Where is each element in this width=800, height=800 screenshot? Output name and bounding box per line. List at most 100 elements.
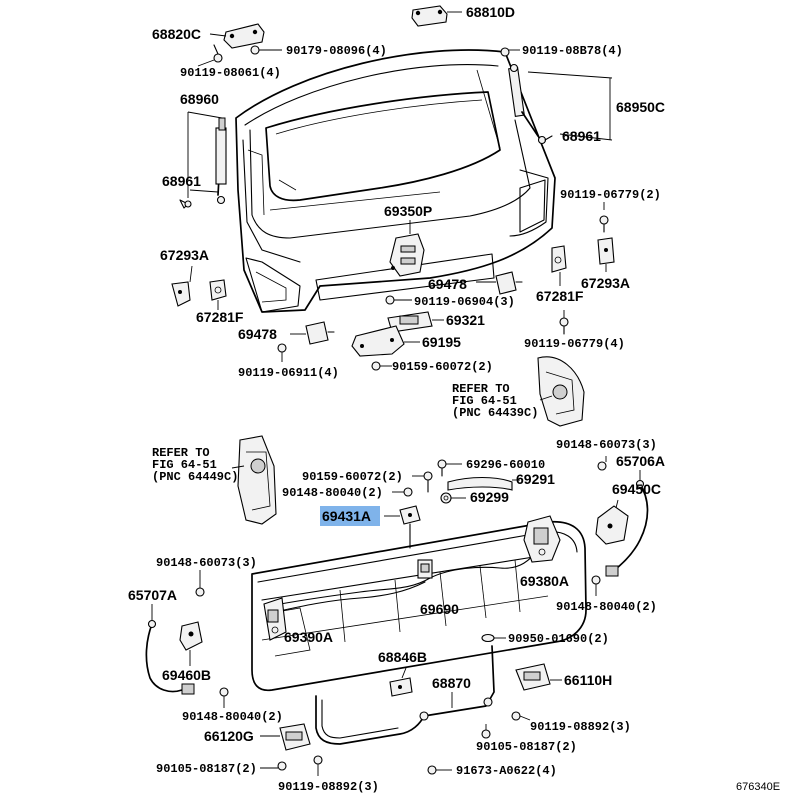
striker-plate-69350P <box>389 233 425 277</box>
label-67281F-right[interactable]: 67281F <box>536 288 584 304</box>
actuator-69690 <box>417 559 433 579</box>
lock-assembly-69390A <box>263 597 287 641</box>
label-65706A[interactable]: 65706A <box>616 453 665 469</box>
ref-left-line3: (PNC 64449C) <box>152 470 238 484</box>
rod-69291 <box>447 477 513 491</box>
bolt-90148-80040-a <box>403 487 413 497</box>
lock-69460B <box>179 621 203 651</box>
label-66110H[interactable]: 66110H <box>564 672 612 688</box>
label-69478-right[interactable]: 69478 <box>428 276 467 292</box>
label-69390A[interactable]: 69390A <box>284 629 333 645</box>
label-68960[interactable]: 68960 <box>180 91 219 107</box>
label-90119-08892-l[interactable]: 90119-08892(3) <box>278 780 379 794</box>
label-68820C[interactable]: 68820C <box>152 26 201 42</box>
grommet-69299 <box>440 492 452 504</box>
gas-strut-68950C <box>508 63 553 145</box>
label-67293A-left[interactable]: 67293A <box>160 247 209 263</box>
bolt-90148-60073-r <box>597 461 607 471</box>
hinge-68810D <box>411 5 448 27</box>
bolt-90119-08892-r <box>511 711 521 721</box>
bolt-90119-06779-a <box>599 215 609 233</box>
label-66120G[interactable]: 66120G <box>204 728 254 744</box>
label-68950C[interactable]: 68950C <box>616 99 665 115</box>
bolt-90159-60072-b <box>423 471 433 493</box>
label-90119-08B78[interactable]: 90119-08B78(4) <box>522 44 623 58</box>
label-90105-08187-r[interactable]: 90105-08187(2) <box>476 740 577 754</box>
upper-back-door-panel <box>235 49 556 313</box>
bumper-67281F-right <box>551 245 567 273</box>
highlight-box-69431A <box>320 506 380 526</box>
label-90950-01690[interactable]: 90950-01690(2) <box>508 632 609 646</box>
label-69291[interactable]: 69291 <box>516 471 555 487</box>
bolt-90105-08187-r <box>481 729 491 739</box>
lock-66120G <box>279 723 311 751</box>
label-90105-08187-l[interactable]: 90105-08187(2) <box>156 762 257 776</box>
bolt-90119-06779-b <box>559 317 569 335</box>
label-69478-left[interactable]: 69478 <box>238 326 277 342</box>
ref-right-line3: (PNC 64439C) <box>452 406 538 420</box>
label-69690[interactable]: 69690 <box>420 601 459 617</box>
ref-right-line2: FIG 64-51 <box>452 394 517 408</box>
part-69478-right <box>495 271 523 295</box>
gas-strut-68960 <box>179 117 227 209</box>
label-69350P[interactable]: 69350P <box>384 203 432 219</box>
lock-66110H <box>515 663 551 691</box>
label-68961-left[interactable]: 68961 <box>162 173 201 189</box>
label-90148-80040-r[interactable]: 90148-80040(2) <box>556 600 657 614</box>
harness-65707A <box>145 619 195 695</box>
label-90148-60073-r[interactable]: 90148-60073(3) <box>556 438 657 452</box>
label-90159-60072-a[interactable]: 90159-60072(2) <box>392 360 493 374</box>
ref-left-line1: REFER TO <box>152 446 210 460</box>
plug-90950-01690 <box>481 633 495 643</box>
figure-id: 676340E <box>736 781 780 793</box>
label-68846B[interactable]: 68846B <box>378 649 427 665</box>
label-90119-06904[interactable]: 90119-06904(3) <box>414 295 515 309</box>
bolt-90105-08187-l <box>277 761 287 771</box>
label-67293A-right[interactable]: 67293A <box>581 275 630 291</box>
part-labels: 68810D 68820C 90179-08096(4) 90119-08061… <box>128 4 780 794</box>
bolt-90119-06904 <box>385 295 395 305</box>
label-90119-06911[interactable]: 90119-06911(4) <box>238 366 339 380</box>
label-69431A[interactable]: 69431A <box>322 508 371 524</box>
label-65707A[interactable]: 65707A <box>128 587 177 603</box>
label-90159-60072-b[interactable]: 90159-60072(2) <box>302 470 403 484</box>
bumper-67281F-left <box>209 279 227 301</box>
label-69460B[interactable]: 69460B <box>162 667 211 683</box>
clip-69296-60010 <box>437 459 447 477</box>
part-69478-left <box>305 321 335 345</box>
bolt-90119-08892-l <box>313 755 323 765</box>
label-90119-08061[interactable]: 90119-08061(4) <box>180 66 281 80</box>
label-69380A[interactable]: 69380A <box>520 573 569 589</box>
bolt-90159-60072-a <box>371 361 381 371</box>
label-90119-06779-2[interactable]: 90119-06779(2) <box>560 188 661 202</box>
bolt-90148-80040-r <box>591 575 601 585</box>
trim-panel-64449C <box>237 435 277 525</box>
label-69321[interactable]: 69321 <box>446 312 485 328</box>
latch-base-69195 <box>351 325 405 357</box>
label-67281F-left[interactable]: 67281F <box>196 309 244 325</box>
clip-67293A-left <box>171 281 191 307</box>
label-68870[interactable]: 68870 <box>432 675 471 691</box>
part-69431A <box>399 505 421 549</box>
label-69450C[interactable]: 69450C <box>612 481 661 497</box>
label-90148-80040-l[interactable]: 90148-80040(2) <box>182 710 283 724</box>
label-90148-60073-l[interactable]: 90148-60073(3) <box>156 556 257 570</box>
label-69299[interactable]: 69299 <box>470 489 509 505</box>
lock-assembly-69380A <box>523 515 561 563</box>
label-69195[interactable]: 69195 <box>422 334 461 350</box>
label-90119-08892-r[interactable]: 90119-08892(3) <box>530 720 631 734</box>
label-90119-06779-4[interactable]: 90119-06779(4) <box>524 337 625 351</box>
label-69296-60010[interactable]: 69296-60010 <box>466 458 545 472</box>
label-68810D[interactable]: 68810D <box>466 4 515 20</box>
trim-panel-64439C <box>537 356 585 427</box>
label-90148-80040-a[interactable]: 90148-80040(2) <box>282 486 383 500</box>
hinge-68820C <box>223 23 265 49</box>
label-68961-right[interactable]: 68961 <box>562 128 601 144</box>
rod-68870 <box>315 645 495 745</box>
harness-65706A <box>605 479 649 577</box>
ref-right-line1: REFER TO <box>452 382 510 396</box>
bolt-90148-60073-l <box>195 587 205 597</box>
label-91673-A0622[interactable]: 91673-A0622(4) <box>456 764 557 778</box>
label-90179-08096[interactable]: 90179-08096(4) <box>286 44 387 58</box>
